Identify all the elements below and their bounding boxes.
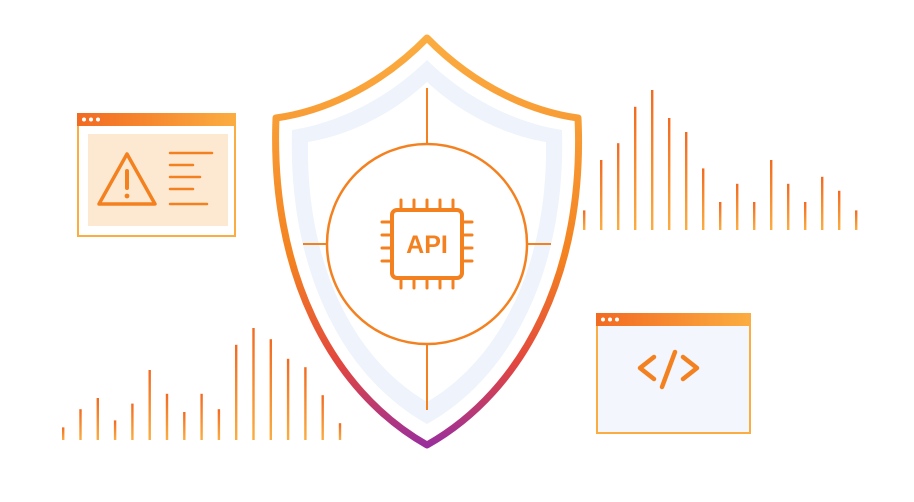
- chart-bar: [719, 202, 722, 230]
- chart-bar: [286, 358, 290, 440]
- right-bar-chart: [583, 90, 858, 230]
- chart-bar: [753, 202, 756, 230]
- chart-bar: [235, 344, 238, 440]
- chip-icon: API: [380, 198, 474, 290]
- text-lines-icon: [168, 151, 214, 206]
- window-dot: [82, 117, 86, 122]
- chart-bar: [685, 132, 688, 230]
- window-dot: [608, 317, 612, 322]
- chart-bar: [583, 210, 586, 230]
- chart-bar: [338, 423, 342, 440]
- chart-bar: [217, 409, 221, 440]
- warning-icon: [97, 152, 157, 206]
- window-dot: [89, 117, 93, 122]
- chart-bar: [617, 143, 620, 230]
- chart-bar: [79, 409, 82, 440]
- window-dot: [601, 317, 605, 322]
- chip-body: [390, 208, 464, 280]
- window-dot: [96, 117, 100, 122]
- chart-bar: [600, 160, 603, 230]
- chart-bar: [269, 339, 272, 440]
- chart-bar: [736, 183, 739, 230]
- shield: API: [272, 34, 583, 449]
- chart-bar: [770, 160, 773, 230]
- crosshair: [303, 88, 551, 410]
- window-content-panel: [88, 134, 228, 226]
- left-bar-chart: [62, 328, 342, 440]
- code-window: [596, 313, 751, 434]
- window-title-bar: [596, 313, 751, 326]
- window-frame: [596, 313, 751, 434]
- chart-bar: [165, 393, 169, 440]
- chart-bar: [131, 403, 134, 440]
- chart-bar: [113, 420, 117, 440]
- chart-bar: [821, 176, 824, 230]
- chart-bar: [148, 370, 151, 440]
- chart-bar: [634, 106, 637, 230]
- warning-window: [77, 113, 236, 237]
- chip-label: API: [406, 231, 448, 259]
- chart-bar: [321, 395, 324, 440]
- chart-bar: [651, 90, 654, 230]
- window-title-bar: [77, 113, 236, 126]
- chart-bar: [62, 427, 65, 440]
- chart-bar: [183, 412, 186, 440]
- chart-bar: [252, 328, 255, 440]
- chart-bar: [668, 118, 671, 230]
- chart-bar: [702, 168, 705, 230]
- window-dot: [615, 317, 619, 322]
- chart-bar: [304, 367, 307, 440]
- chart-bar: [200, 393, 203, 440]
- code-icon: [637, 349, 700, 390]
- chart-bar: [838, 190, 841, 230]
- chart-bar: [855, 210, 858, 230]
- chart-bar: [96, 398, 99, 440]
- chart-bar: [787, 183, 790, 230]
- chart-bar: [804, 202, 807, 230]
